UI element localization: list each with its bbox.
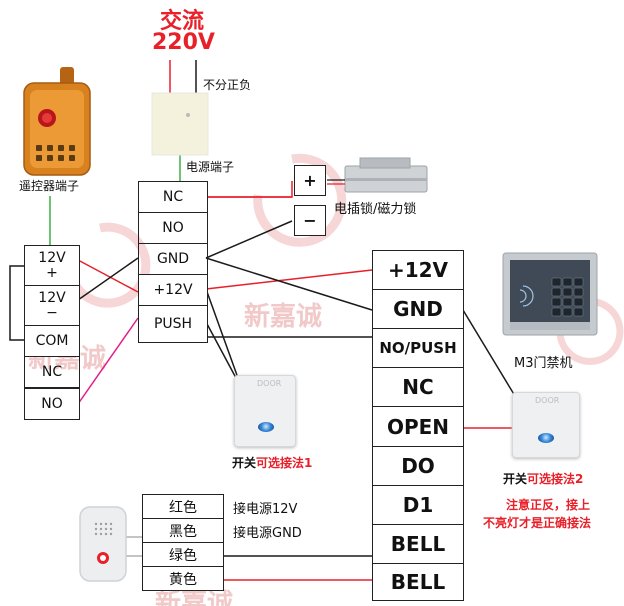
wire-black [205,220,293,259]
door-text: DOOR [257,379,282,388]
keypad-key [551,307,562,317]
controller-terminal-no-push: NO/PUSH [372,328,464,368]
door-text: DOOR [535,396,560,405]
controller-terminal-bell-2: BELL [372,563,464,601]
controller-label: M3门禁机 [514,356,573,371]
controller-terminal-open: OPEN [372,406,464,447]
title-line2: 220V [152,30,215,55]
switch1-label: 开关可选接法1 [232,454,312,471]
switch2-label: 开关可选接法2 [503,470,583,487]
power-terminal-gnd: GND [138,243,208,275]
switch2-note-line2: 不亮灯才是正确接法 [483,516,592,530]
power-terminal-12v: +12V [138,274,208,306]
wire-red [205,269,373,290]
wire-magenta [77,317,139,405]
remote-control-image [23,67,91,176]
controller-terminal-nc: NC [372,367,464,407]
keypad-key [551,277,562,287]
keypad-key [562,307,573,317]
remote-terminal-12v-minus: 12V − [24,285,80,326]
terminal-sign: + [46,264,58,281]
exit-switch-2-image: DOOR [512,392,580,458]
remote-terminal-com: COM [24,325,80,357]
power-supply-image [151,92,209,156]
terminal-label: 12V [38,249,66,266]
keypad-key [573,277,584,287]
switch-led-icon [538,433,554,443]
wire-black [205,288,239,379]
keypad-key [562,297,573,307]
controller-terminal-gnd: GND [372,289,464,329]
bell-wire-black: 黑色 [142,518,224,543]
controller-terminal-bell-1: BELL [372,524,464,564]
keypad-key [562,277,573,287]
keypad-key [562,287,573,297]
keypad-key [551,297,562,307]
remote-terminal-nc: NC [24,356,80,388]
controller-terminal-d1: D1 [372,485,464,525]
keypad-key [573,297,584,307]
terminal-label: 12V [38,289,66,306]
wire-red [77,259,139,293]
wire-black [9,265,24,341]
switch2-option: 可选接法2 [527,472,584,486]
watermark: 新嘉诚 [244,302,323,332]
switch1-option: 可选接法1 [256,456,313,470]
wire-red [206,181,293,198]
controller-terminal-12v: +12V [372,250,464,290]
wire-black [462,309,516,397]
remote-terminal-12v-plus: 12V + [24,245,80,286]
terminal-sign: − [46,304,58,321]
switch-led-icon [258,422,274,432]
keypad-key [573,287,584,297]
keypad-keys [551,277,584,317]
switch2-label-text: 开关 [503,472,528,486]
switch1-label-text: 开关 [232,456,257,470]
remote-terminal-no: NO [24,388,80,420]
doorbell-image [79,506,127,582]
bell-wire-red-desc: 接电源12V [233,502,298,517]
bell-wire-black-desc: 接电源GND [233,526,302,541]
bell-wire-yellow: 黄色 [142,566,224,591]
lock-label: 电插锁/磁力锁 [334,202,417,217]
bell-wire-red: 红色 [142,494,224,519]
watermark: 新嘉诚 [155,589,234,606]
power-terminal-nc: NC [138,181,208,213]
lock-terminal-minus: − [294,205,326,236]
power-note: 不分正负 [203,78,252,92]
wire-black [205,321,237,379]
keypad-key [551,287,562,297]
power-terminal-push: PUSH [138,305,208,343]
electric-lock-image [327,157,428,193]
wire-black [205,257,373,311]
exit-switch-1-image: DOOR [234,375,296,447]
lock-terminal-plus: + [294,165,326,196]
power-terminal-label: 电源端子 [186,160,235,174]
wire-black [77,257,139,301]
remote-label: 遥控器端子 [19,179,80,193]
power-terminal-no: NO [138,212,208,244]
keypad-key [573,307,584,317]
title-line1: 交流 [160,9,205,34]
controller-terminal-do: DO [372,446,464,486]
bell-wire-green: 绿色 [142,542,224,567]
switch2-note-line1: 注意正反，接上 [506,498,591,512]
